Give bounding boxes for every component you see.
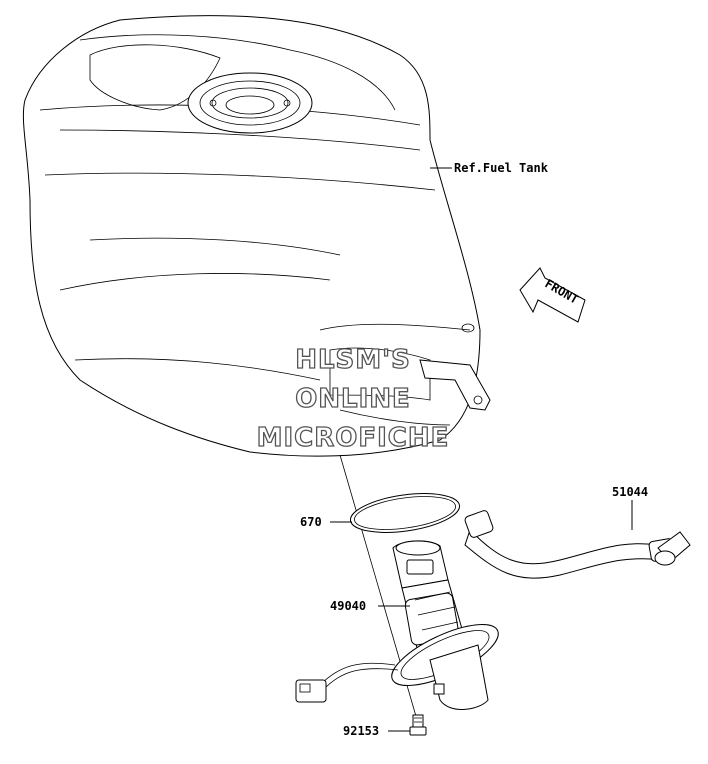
- fuel-tank-drawing: [22, 15, 491, 457]
- bolt-92153: [409, 714, 427, 736]
- watermark: HLSM'S ONLINE MICROFICHE: [256, 344, 450, 453]
- front-direction-arrow: FRONT: [519, 267, 586, 323]
- o-ring-670: [349, 493, 461, 533]
- part-670-label: 670: [300, 515, 322, 529]
- fuel-hose-51044: [464, 510, 691, 579]
- watermark-line-2: ONLINE: [295, 384, 411, 414]
- part-92153-label: 92153: [343, 724, 379, 738]
- ref-fuel-tank-label: Ref.Fuel Tank: [454, 161, 549, 175]
- watermark-line-3: MICROFICHE: [257, 423, 450, 453]
- watermark-line-1: HLSM'S: [295, 345, 411, 375]
- part-51044-label: 51044: [612, 485, 648, 499]
- fuel-pump-49040: [295, 540, 499, 710]
- part-49040-label: 49040: [330, 599, 366, 613]
